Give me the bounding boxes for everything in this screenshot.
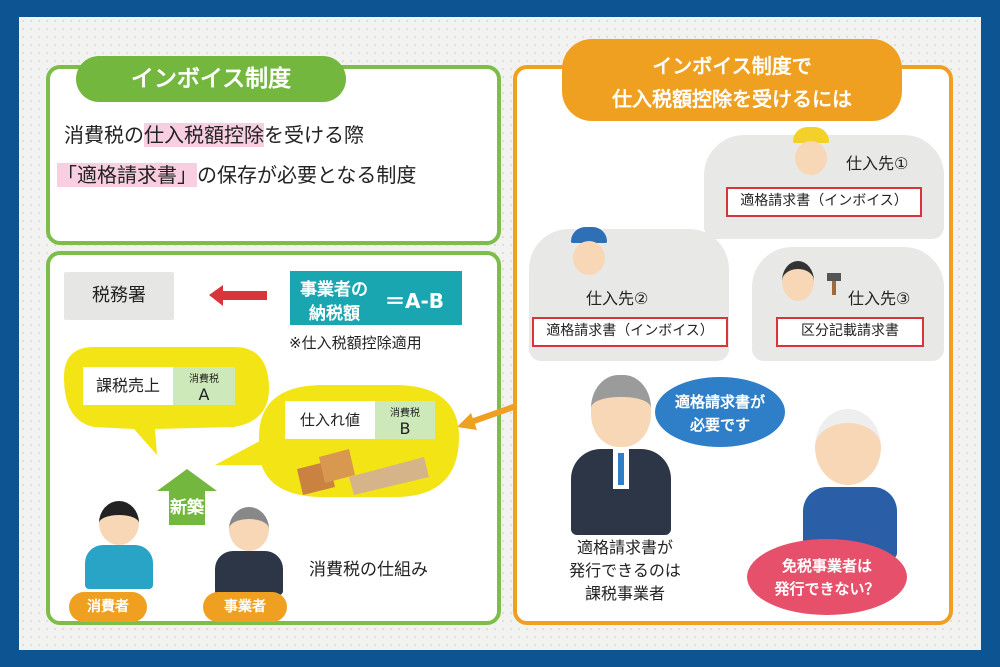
formula-label-1: 事業者の bbox=[300, 280, 368, 300]
businessman-figure bbox=[567, 375, 677, 535]
need-invoice-bubble: 適格請求書が 必要です bbox=[655, 377, 785, 447]
supplier3-doc-text: 区分記載請求書 bbox=[801, 323, 899, 339]
definition-text-b: を受ける際 bbox=[264, 123, 364, 147]
formula-result: ＝A-B bbox=[385, 289, 445, 313]
sales-label-box: 課税売上 bbox=[83, 367, 173, 405]
tax-mechanism-caption: 消費税の仕組み bbox=[309, 560, 428, 580]
purchase-tax-box: 消費税 B bbox=[375, 401, 435, 439]
supplier2-worker-figure bbox=[567, 227, 611, 281]
business-label: 事業者 bbox=[203, 592, 287, 622]
worried-worker-figure bbox=[795, 409, 905, 559]
supplier2-label: 仕入先② bbox=[586, 289, 649, 308]
need-bubble-line2: 必要です bbox=[689, 416, 750, 434]
sales-tax-letter: A bbox=[198, 385, 210, 404]
need-bubble-line1: 適格請求書が bbox=[674, 393, 765, 411]
sales-label: 課税売上 bbox=[95, 376, 160, 395]
tax-office-label: 税務署 bbox=[92, 285, 146, 306]
taxable-business-caption: 適格請求書が 発行できるのは 課税事業者 bbox=[555, 536, 695, 605]
canvas: インボイス制度 消費税の仕入税額控除を受ける際 「適格請求書」の保存が必要となる… bbox=[19, 17, 981, 650]
consumer-label-text: 消費者 bbox=[87, 599, 129, 615]
formula-note: ※仕入税額控除適用 bbox=[289, 334, 422, 352]
supplier1-doc-text: 適格請求書（インボイス） bbox=[740, 193, 908, 209]
caption-line3: 課税事業者 bbox=[584, 584, 665, 603]
supplier2-doc-text: 適格請求書（インボイス） bbox=[546, 323, 714, 339]
definition-highlight-a: 仕入税額控除 bbox=[144, 123, 264, 147]
definition-highlight-b: 「適格請求書」 bbox=[57, 163, 197, 187]
supplier3-label: 仕入先③ bbox=[848, 289, 911, 308]
tax-formula-box: 事業者の 納税額 ＝A-B bbox=[290, 271, 462, 325]
invoice-system-title: インボイス制度 bbox=[76, 56, 346, 102]
definition-line-2: 「適格請求書」の保存が必要となる制度 bbox=[57, 159, 416, 188]
supplier3-invoice-doc: 区分記載請求書 bbox=[776, 317, 924, 347]
purchase-label: 仕入れ値 bbox=[299, 411, 360, 429]
business-figure bbox=[209, 507, 289, 597]
supplier3-worker-figure bbox=[776, 257, 820, 307]
consumer-label: 消費者 bbox=[69, 592, 147, 622]
tax-office-box: 税務署 bbox=[64, 272, 174, 320]
purchase-tax-letter: B bbox=[399, 419, 411, 438]
consumer-figure bbox=[79, 501, 159, 591]
supplier2-invoice-doc: 適格請求書（インボイス） bbox=[532, 317, 728, 347]
definition-line-1: 消費税の仕入税額控除を受ける際 bbox=[64, 119, 364, 148]
definition-text-a: 消費税の bbox=[64, 123, 144, 147]
new-house-label: 新築 bbox=[170, 498, 204, 518]
right-title-line1: インボイス制度で bbox=[652, 54, 812, 78]
definition-text-c: の保存が必要となる制度 bbox=[197, 163, 417, 187]
right-title-line2: 仕入税額控除を受けるには bbox=[612, 87, 852, 111]
cannot-bubble-line1: 免税事業者は bbox=[781, 557, 872, 575]
supplier1-invoice-doc: 適格請求書（インボイス） bbox=[726, 187, 922, 217]
formula-label-2: 納税額 bbox=[309, 304, 360, 324]
supplier1-label: 仕入先① bbox=[846, 154, 909, 173]
caption-line1: 適格請求書が bbox=[576, 538, 673, 557]
business-label-text: 事業者 bbox=[224, 599, 266, 615]
supplier1-worker-figure bbox=[789, 127, 833, 181]
invoice-system-title-text: インボイス制度 bbox=[130, 66, 292, 92]
cannot-issue-bubble: 免税事業者は 発行できない？ bbox=[747, 539, 907, 615]
hammer-icon bbox=[827, 273, 841, 295]
caption-line2: 発行できるのは bbox=[569, 561, 681, 580]
purchase-tax-small-label: 消費税 bbox=[390, 408, 420, 419]
cannot-bubble-line2: 発行できない？ bbox=[774, 580, 880, 598]
right-title: インボイス制度で 仕入税額控除を受けるには bbox=[562, 39, 902, 121]
purchase-label-box: 仕入れ値 bbox=[285, 401, 375, 439]
sales-tax-box: 消費税 A bbox=[173, 367, 235, 405]
sales-tax-small-label: 消費税 bbox=[189, 374, 219, 385]
